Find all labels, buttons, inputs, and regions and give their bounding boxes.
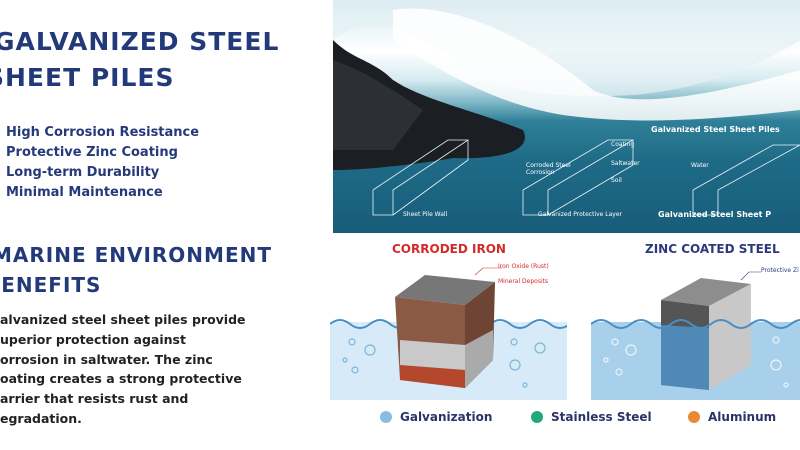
corroded-iron-panel: CORRODED IRON Iron Oxide (Rust) Mineral … [330, 240, 567, 400]
legend-label: Stainless Steel [551, 410, 652, 424]
section-line-2: BENEFITS [0, 273, 102, 297]
benefits-paragraph: alvanized steel sheet piles provide uper… [0, 310, 246, 429]
paragraph-line: uperior protection against [0, 331, 186, 347]
paragraph-line: orrosion in saltwater. The zinc [0, 351, 213, 367]
feature-item: Protective Zinc Coating [6, 145, 178, 160]
legend-galvanization: Galvanization [380, 410, 492, 424]
label-soil: Soil [611, 177, 622, 184]
legend-dot-icon [531, 411, 543, 423]
label-corroded: Corroded Steel [526, 162, 571, 169]
label-galvanized-right: Galvanized Steel Sheet P [658, 210, 772, 219]
paragraph-line: egradation. [0, 410, 82, 426]
label-saltwater: Saltwater [611, 160, 640, 167]
feature-list: High Corrosion Resistance Protective Zin… [6, 123, 199, 203]
legend-label: Galvanization [400, 410, 493, 424]
feature-item: Long-term Durability [6, 165, 160, 180]
label-corrosion: Corrosion [526, 169, 555, 176]
paragraph-line: arrier that resists rust and [0, 391, 189, 407]
section-line-1: MARINE ENVIRONMENT [0, 243, 272, 267]
label-iron-oxide: Iron Oxide (Rust) [498, 263, 549, 270]
title-line-2: SHEET PILES [0, 63, 175, 92]
label-galvanized-top: Galvanized Steel Sheet Piles [651, 125, 780, 134]
label-water: Water [691, 162, 709, 169]
feature-item: Minimal Maintenance [6, 185, 163, 200]
feature-item: High Corrosion Resistance [6, 125, 200, 140]
panel-title: ZINC COATED STEEL [645, 242, 780, 256]
label-protective-layer: Galvanized Protective Layer [538, 211, 623, 218]
legend-label: Aluminum [708, 410, 777, 424]
sheet-pile-wireframes [372, 139, 800, 216]
paragraph-line: alvanized steel sheet piles provide [0, 312, 246, 327]
zinc-coated-steel-panel: ZINC COATED STEEL Protective Zi [591, 240, 800, 400]
main-title: GALVANIZED STEEL SHEET PILES [0, 24, 279, 96]
title-line-1: GALVANIZED STEEL [0, 27, 280, 56]
legend-aluminum: Aluminum [688, 410, 776, 424]
label-protective-zinc: Protective Zi [761, 267, 799, 274]
label-coating: Coating [611, 141, 635, 148]
label-mineral-deposits: Mineral Deposits [498, 278, 549, 285]
legend-stainless-steel: Stainless Steel [531, 410, 652, 424]
ocean-wave-photo: Sheet Pile Wall Galvanized Protective La… [333, 0, 800, 233]
legend-dot-icon [688, 411, 700, 423]
label-sheet-pile-wall: Sheet Pile Wall [403, 211, 448, 218]
legend-dot-icon [380, 411, 392, 423]
panel-title: CORRODED IRON [392, 242, 506, 256]
paragraph-line: oating creates a strong protective [0, 371, 242, 387]
section-heading: MARINE ENVIRONMENT BENEFITS [0, 240, 272, 300]
